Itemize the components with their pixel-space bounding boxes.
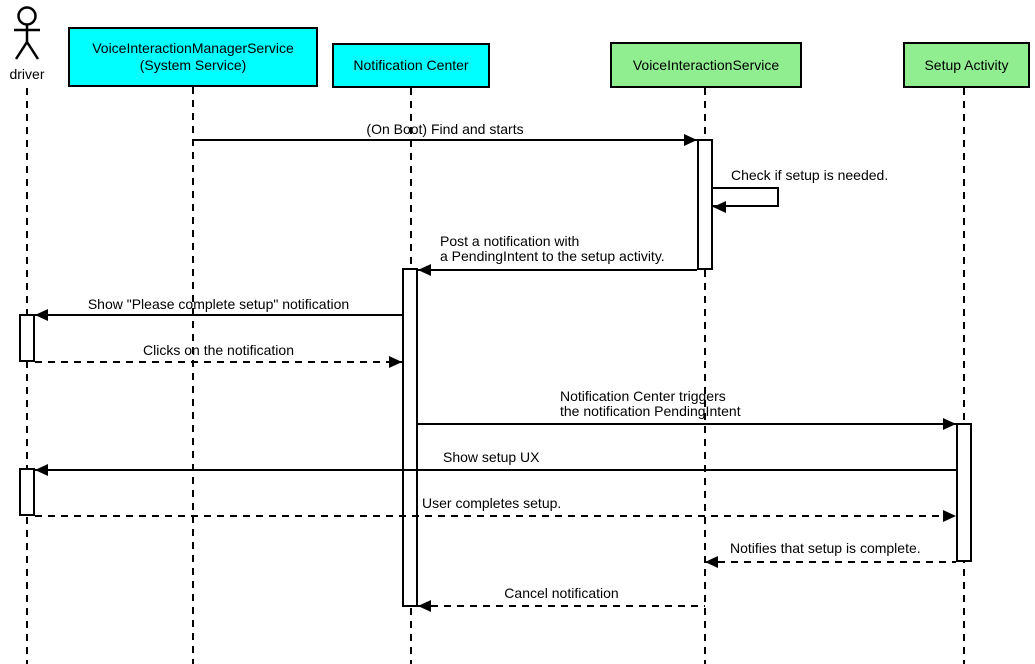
participant-voiceinteractionservice: VoiceInteractionService — [610, 42, 802, 88]
arrowhead-left-icon — [35, 309, 48, 321]
activation-driver-2 — [19, 468, 35, 516]
self-message-line — [713, 187, 779, 207]
lifeline-setup-activity — [963, 88, 965, 664]
message-line — [35, 314, 402, 316]
message-label-clicks-notification: Clicks on the notification — [143, 342, 294, 358]
message-label-show-setup-ux: Show setup UX — [443, 449, 540, 465]
message-label-post-notification: Post a notification with a PendingIntent… — [440, 233, 665, 264]
message-line — [418, 269, 697, 271]
arrowhead-left-icon — [713, 201, 726, 213]
message-label-on-boot-find-and-starts: (On Boot) Find and starts — [366, 121, 524, 137]
message-label-setup-complete: Notifies that setup is complete. — [730, 540, 921, 556]
message-label-user-completes-setup: User completes setup. — [422, 495, 562, 511]
person-icon — [14, 6, 40, 60]
message-line-dashed — [35, 515, 956, 517]
participant-setup-activity: Setup Activity — [903, 42, 1030, 88]
message-line — [193, 139, 697, 141]
arrowhead-left-icon — [418, 264, 431, 276]
lifeline-voiceinteractionmanagerservice — [192, 87, 194, 664]
message-label-check-if-setup-needed: Check if setup is needed. — [731, 167, 889, 183]
arrowhead-right-icon — [684, 134, 697, 146]
message-line — [35, 469, 956, 471]
message-line-dashed — [705, 561, 956, 563]
lifeline-voiceinteractionservice — [704, 88, 706, 664]
lifeline-driver — [26, 88, 28, 664]
arrowhead-left-icon — [35, 464, 48, 476]
arrowhead-right-icon — [943, 510, 956, 522]
message-label-show-setup-notification: Show "Please complete setup" notificatio… — [87, 296, 350, 312]
message-line-dashed — [418, 605, 705, 607]
activation-setup-activity — [956, 423, 972, 562]
message-line-dashed — [35, 361, 402, 363]
activation-notification-center — [402, 268, 418, 607]
arrowhead-left-icon — [418, 600, 431, 612]
participant-notification-center: Notification Center — [332, 43, 490, 88]
message-line — [418, 423, 956, 425]
arrowhead-right-icon — [389, 356, 402, 368]
arrowhead-right-icon — [943, 418, 956, 430]
actor-driver-label: driver — [9, 66, 45, 82]
message-label-cancel-notification: Cancel notification — [504, 585, 619, 601]
activation-driver-1 — [19, 314, 35, 362]
actor-driver: driver — [0, 4, 54, 82]
message-label-triggers-pendingintent: Notification Center triggers the notific… — [560, 388, 741, 419]
participant-voiceinteractionmanagerservice: VoiceInteractionManagerService (System S… — [68, 27, 318, 87]
activation-voiceinteractionservice — [697, 139, 713, 270]
arrowhead-left-icon — [705, 556, 718, 568]
